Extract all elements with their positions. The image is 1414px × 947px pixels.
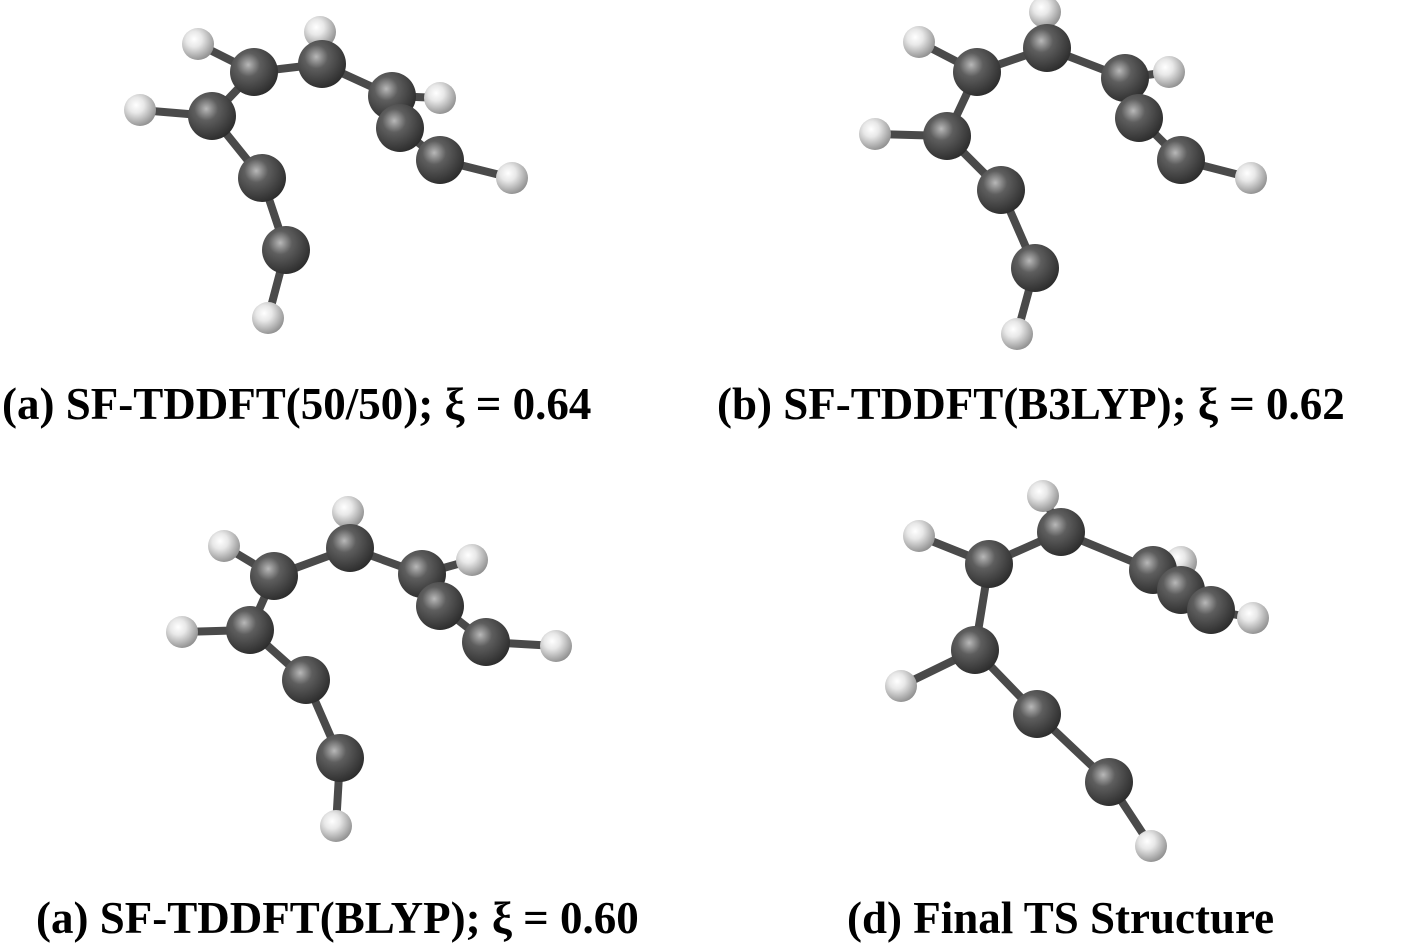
hydrogen-atom xyxy=(859,118,891,150)
hydrogen-atom xyxy=(903,26,935,58)
hydrogen-atom xyxy=(166,616,198,648)
hydrogen-atom xyxy=(1237,602,1269,634)
hydrogen-atom xyxy=(1001,318,1033,350)
carbon-atom xyxy=(298,40,346,88)
hydrogen-atom xyxy=(208,530,240,562)
carbon-atom xyxy=(1085,758,1133,806)
caption-c: (a) SF-TDDFT(BLYP); ξ = 0.60 xyxy=(36,893,639,943)
hydrogen-atom xyxy=(1235,162,1267,194)
hydrogen-atom xyxy=(332,496,364,528)
caption-b: (b) SF-TDDFT(B3LYP); ξ = 0.62 xyxy=(717,379,1345,429)
carbon-atom xyxy=(953,48,1001,96)
carbon-atom xyxy=(188,92,236,140)
carbon-atom xyxy=(1011,244,1059,292)
carbon-atom xyxy=(1115,94,1163,142)
hydrogen-atom xyxy=(1027,480,1059,512)
panel-a: (a) SF-TDDFT(50/50); ξ = 0.64 xyxy=(0,0,707,470)
hydrogen-atom xyxy=(1153,56,1185,88)
carbon-atom xyxy=(262,226,310,274)
carbon-atom xyxy=(1013,690,1061,738)
hydrogen-atom xyxy=(456,544,488,576)
caption-a: (a) SF-TDDFT(50/50); ξ = 0.64 xyxy=(2,379,592,429)
carbon-atom xyxy=(923,112,971,160)
carbon-atom xyxy=(1037,508,1085,556)
hydrogen-atom xyxy=(124,94,156,126)
hydrogen-atom xyxy=(903,520,935,552)
hydrogen-atom xyxy=(182,28,214,60)
hydrogen-atom xyxy=(320,810,352,842)
hydrogen-atom xyxy=(496,162,528,194)
carbon-atom xyxy=(462,618,510,666)
panel-d: (d) Final TS Structure xyxy=(707,470,1414,947)
carbon-atom xyxy=(1157,136,1205,184)
panel-b: (b) SF-TDDFT(B3LYP); ξ = 0.62 xyxy=(707,0,1414,470)
carbon-atom xyxy=(250,552,298,600)
carbon-atom xyxy=(226,606,274,654)
hydrogen-atom xyxy=(1029,0,1061,28)
panel-c: (a) SF-TDDFT(BLYP); ξ = 0.60 xyxy=(0,470,707,947)
carbon-atom xyxy=(1023,24,1071,72)
carbon-atom xyxy=(282,656,330,704)
hydrogen-atom xyxy=(424,82,456,114)
carbon-atom xyxy=(416,582,464,630)
molecule-d xyxy=(885,480,1269,862)
carbon-atom xyxy=(376,104,424,152)
hydrogen-atom xyxy=(252,302,284,334)
carbon-atom xyxy=(977,166,1025,214)
carbon-atom xyxy=(965,540,1013,588)
carbon-atom xyxy=(230,48,278,96)
carbon-atom xyxy=(1187,586,1235,634)
carbon-atom xyxy=(416,136,464,184)
hydrogen-atom xyxy=(304,16,336,48)
carbon-atom xyxy=(1101,54,1149,102)
carbon-atom xyxy=(238,154,286,202)
carbon-atom xyxy=(951,626,999,674)
molecule-c xyxy=(166,496,572,842)
hydrogen-atom xyxy=(1135,830,1167,862)
molecule-a xyxy=(124,16,528,334)
hydrogen-atom xyxy=(540,630,572,662)
caption-d: (d) Final TS Structure xyxy=(847,893,1275,943)
hydrogen-atom xyxy=(885,670,917,702)
carbon-atom xyxy=(326,524,374,572)
carbon-atom xyxy=(316,734,364,782)
molecule-b xyxy=(859,0,1267,350)
